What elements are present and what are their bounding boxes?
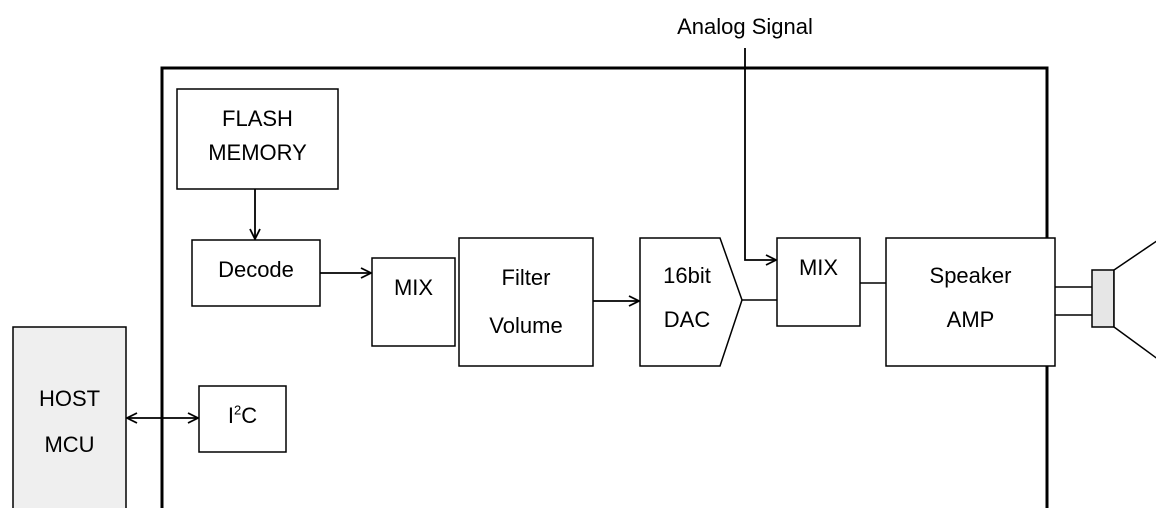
i2c-label-base: I — [227, 403, 234, 428]
dac-label-line1: 16bit — [663, 263, 711, 288]
host-mcu-box — [12, 326, 127, 508]
decode-label: Decode — [218, 257, 294, 282]
host-label-line1: HOST — [38, 386, 101, 411]
i2c-label-tail: C — [241, 403, 258, 428]
host-label-line2: MCU — [44, 432, 95, 457]
analog-signal-label: Analog Signal — [677, 14, 813, 39]
filter-volume-box — [458, 237, 594, 367]
mix2-box — [776, 237, 861, 327]
filter-label-line1: Filter — [501, 265, 551, 290]
i2c-box — [198, 385, 287, 453]
flash-label-line1: FLASH — [222, 106, 293, 131]
mix1-label: MIX — [393, 275, 434, 300]
i2c-label: I2C — [199, 402, 286, 430]
speaker-amp-box — [885, 237, 1056, 367]
mix2-label: MIX — [798, 255, 839, 280]
flash-memory-box — [176, 88, 339, 190]
host-mcu-label: HOST MCU — [13, 376, 126, 468]
mix1-box — [371, 257, 456, 347]
i2c-label-sup: 2 — [234, 402, 242, 418]
filter-label-line2: Volume — [489, 313, 563, 338]
speaker-icon — [1091, 240, 1156, 359]
decode-box — [191, 239, 321, 307]
dac-label: 16bit DAC — [640, 254, 734, 342]
flash-memory-label: FLASH MEMORY — [177, 102, 338, 170]
amp-label-line2: AMP — [946, 307, 995, 332]
speaker-amp-label: Speaker AMP — [886, 254, 1055, 342]
amp-label-line1: Speaker — [929, 263, 1012, 288]
dac-box — [639, 237, 743, 367]
analog-signal-arrow — [744, 48, 776, 260]
dac-label-line2: DAC — [663, 307, 711, 332]
flash-label-line2: MEMORY — [208, 140, 307, 165]
filter-volume-label: Filter Volume — [459, 254, 593, 350]
